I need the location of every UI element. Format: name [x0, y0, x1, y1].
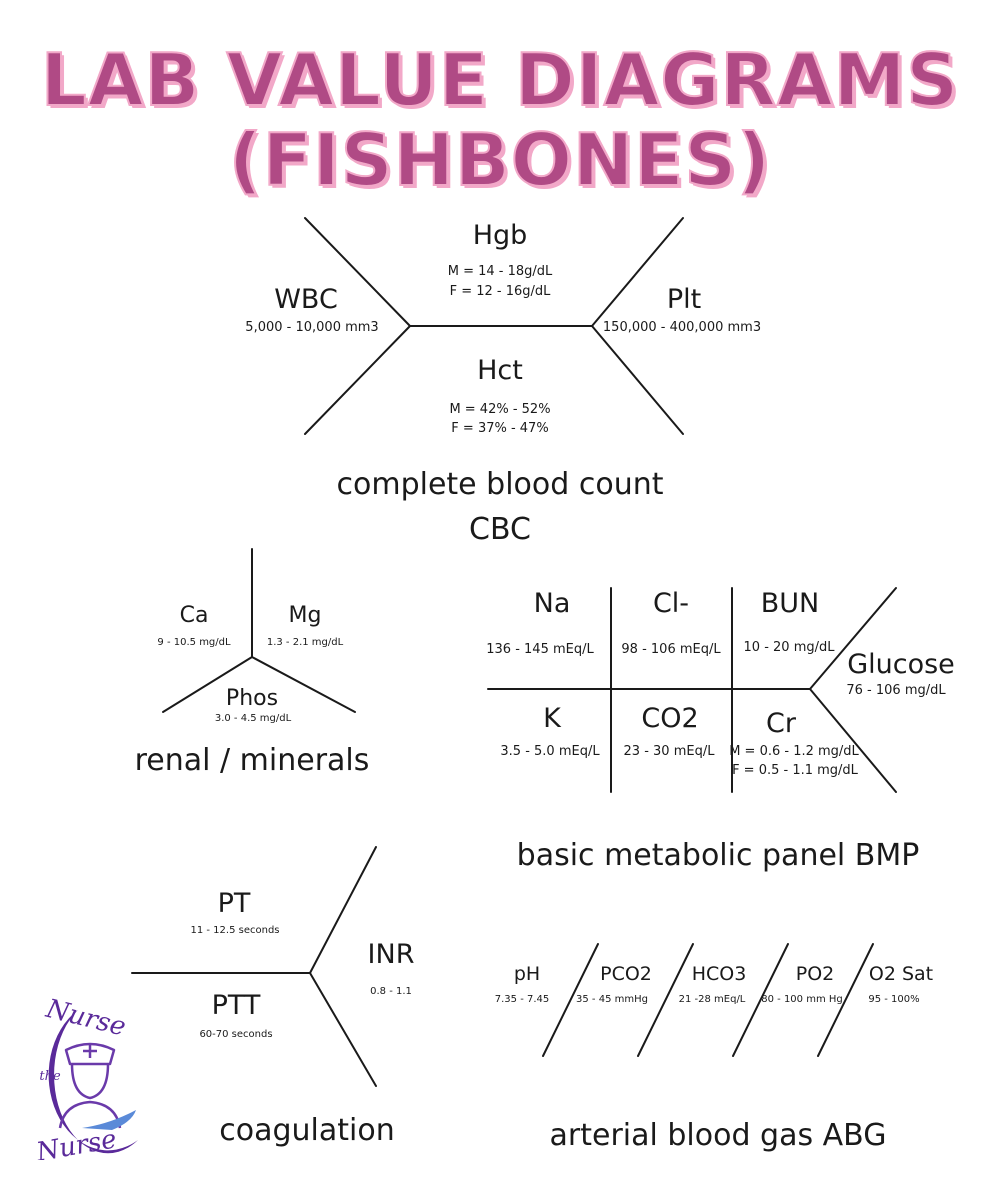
cbc-wbc-label: WBC	[274, 284, 338, 315]
coag-caption: coagulation	[219, 1113, 395, 1148]
bmp-cr-range-m: M = 0.6 - 1.2 mg/dL	[729, 744, 859, 759]
bmp-cr-label: Cr	[766, 708, 796, 739]
renal-caption: renal / minerals	[134, 743, 370, 778]
cbc-line-upper-right	[591, 217, 684, 327]
cbc-hgb-range-m: M = 14 - 18g/dL	[447, 264, 553, 279]
abg-po2-label: PO2	[795, 963, 835, 985]
cbc-hct-label: Hct	[477, 355, 523, 386]
bmp-caption: basic metabolic panel BMP	[516, 838, 920, 873]
renal-line-left	[162, 656, 253, 713]
bmp-k-label: K	[543, 703, 561, 734]
cbc-hct-range-f: F = 37% - 47%	[451, 421, 549, 436]
abg-o2sat-label: O2 Sat	[868, 963, 934, 985]
abg-hco3-label: HCO3	[691, 963, 747, 985]
bmp-glucose-label: Glucose	[847, 649, 955, 680]
logo-nurse-cap-icon	[64, 1042, 116, 1066]
abg-slash-4	[817, 943, 874, 1057]
abg-pco2-range: 35 - 45 mmHg	[576, 994, 648, 1005]
abg-ph-range: 7.35 - 7.45	[494, 994, 550, 1005]
bmp-bun-range: 10 - 20 mg/dL	[743, 640, 835, 655]
abg-po2-range: 80 - 100 mm Hg	[761, 994, 843, 1005]
cbc-hgb-label: Hgb	[472, 220, 528, 251]
logo-text-bottom: Nurse	[33, 1124, 119, 1160]
abg-caption: arterial blood gas ABG	[549, 1118, 887, 1153]
bmp-line-lower-right	[809, 688, 897, 793]
bmp-cr-range-f: F = 0.5 - 1.1 mg/dL	[732, 763, 858, 778]
bmp-cl-label: Cl-	[652, 588, 690, 619]
logo-text-middle: the	[39, 1069, 61, 1084]
coag-line-upper	[309, 846, 377, 974]
coag-pt-label: PT	[217, 888, 251, 919]
cbc-hct-range-m: M = 42% - 52%	[449, 402, 551, 417]
coag-ptt-range: 60-70 seconds	[199, 1029, 273, 1040]
bmp-co2-label: CO2	[641, 703, 699, 734]
bmp-glucose-range: 76 - 106 mg/dL	[846, 683, 946, 698]
nurse-the-nurse-logo: Nurse the Nurse	[20, 994, 150, 1168]
coag-pt-range: 11 - 12.5 seconds	[190, 925, 280, 936]
renal-mg-range: 1.3 - 2.1 mg/dL	[266, 637, 344, 648]
bmp-bun-label: BUN	[760, 588, 820, 619]
bmp-cl-range: 98 - 106 mEq/L	[621, 642, 721, 657]
coag-line-lower	[309, 972, 377, 1087]
cbc-line-upper-left	[304, 217, 411, 327]
cbc-caption-line2: CBC	[469, 512, 531, 547]
cbc-plt-label: Plt	[666, 284, 702, 315]
cbc-plt-range: 150,000 - 400,000 mm3	[602, 320, 762, 335]
coag-ptt-label: PTT	[211, 990, 261, 1021]
abg-slash-2	[637, 943, 694, 1057]
renal-mg-label: Mg	[288, 603, 322, 628]
renal-phos-range: 3.0 - 4.5 mg/dL	[214, 713, 292, 724]
cbc-caption-line1: complete blood count	[336, 467, 664, 502]
coag-inr-label: INR	[367, 939, 415, 970]
page-title-line1: LAB VALUE DIAGRAMS	[40, 38, 960, 122]
cbc-hgb-range-f: F = 12 - 16g/dL	[449, 284, 551, 299]
bmp-na-label: Na	[533, 588, 571, 619]
cbc-wbc-range: 5,000 - 10,000 mm3	[245, 320, 379, 335]
abg-slash-1	[542, 943, 599, 1057]
abg-o2sat-range: 95 - 100%	[868, 994, 920, 1005]
bmp-na-range: 136 - 145 mEq/L	[486, 642, 594, 657]
cbc-line-lower-left	[304, 325, 411, 435]
renal-ca-range: 9 - 10.5 mg/dL	[157, 637, 231, 648]
renal-phos-label: Phos	[225, 686, 279, 711]
renal-line-right	[251, 656, 356, 713]
logo-text-top: Nurse	[42, 998, 128, 1043]
coag-inr-range: 0.8 - 1.1	[370, 986, 412, 997]
abg-pco2-label: PCO2	[600, 963, 652, 985]
abg-hco3-range: 21 -28 mEq/L	[678, 994, 746, 1005]
abg-slash-3	[732, 943, 789, 1057]
bmp-k-range: 3.5 - 5.0 mEq/L	[500, 744, 600, 759]
logo-nurse-body-icon	[58, 1100, 122, 1129]
page-title-line2: (FISHBONES)	[228, 118, 772, 202]
abg-ph-label: pH	[513, 963, 541, 985]
bmp-line-upper-right	[809, 587, 897, 690]
logo-nurse-face-icon	[70, 1063, 110, 1100]
renal-ca-label: Ca	[179, 603, 209, 628]
bmp-co2-range: 23 - 30 mEq/L	[623, 744, 715, 759]
logo-hand-icon	[82, 1110, 136, 1130]
cbc-line-lower-right	[591, 325, 684, 435]
